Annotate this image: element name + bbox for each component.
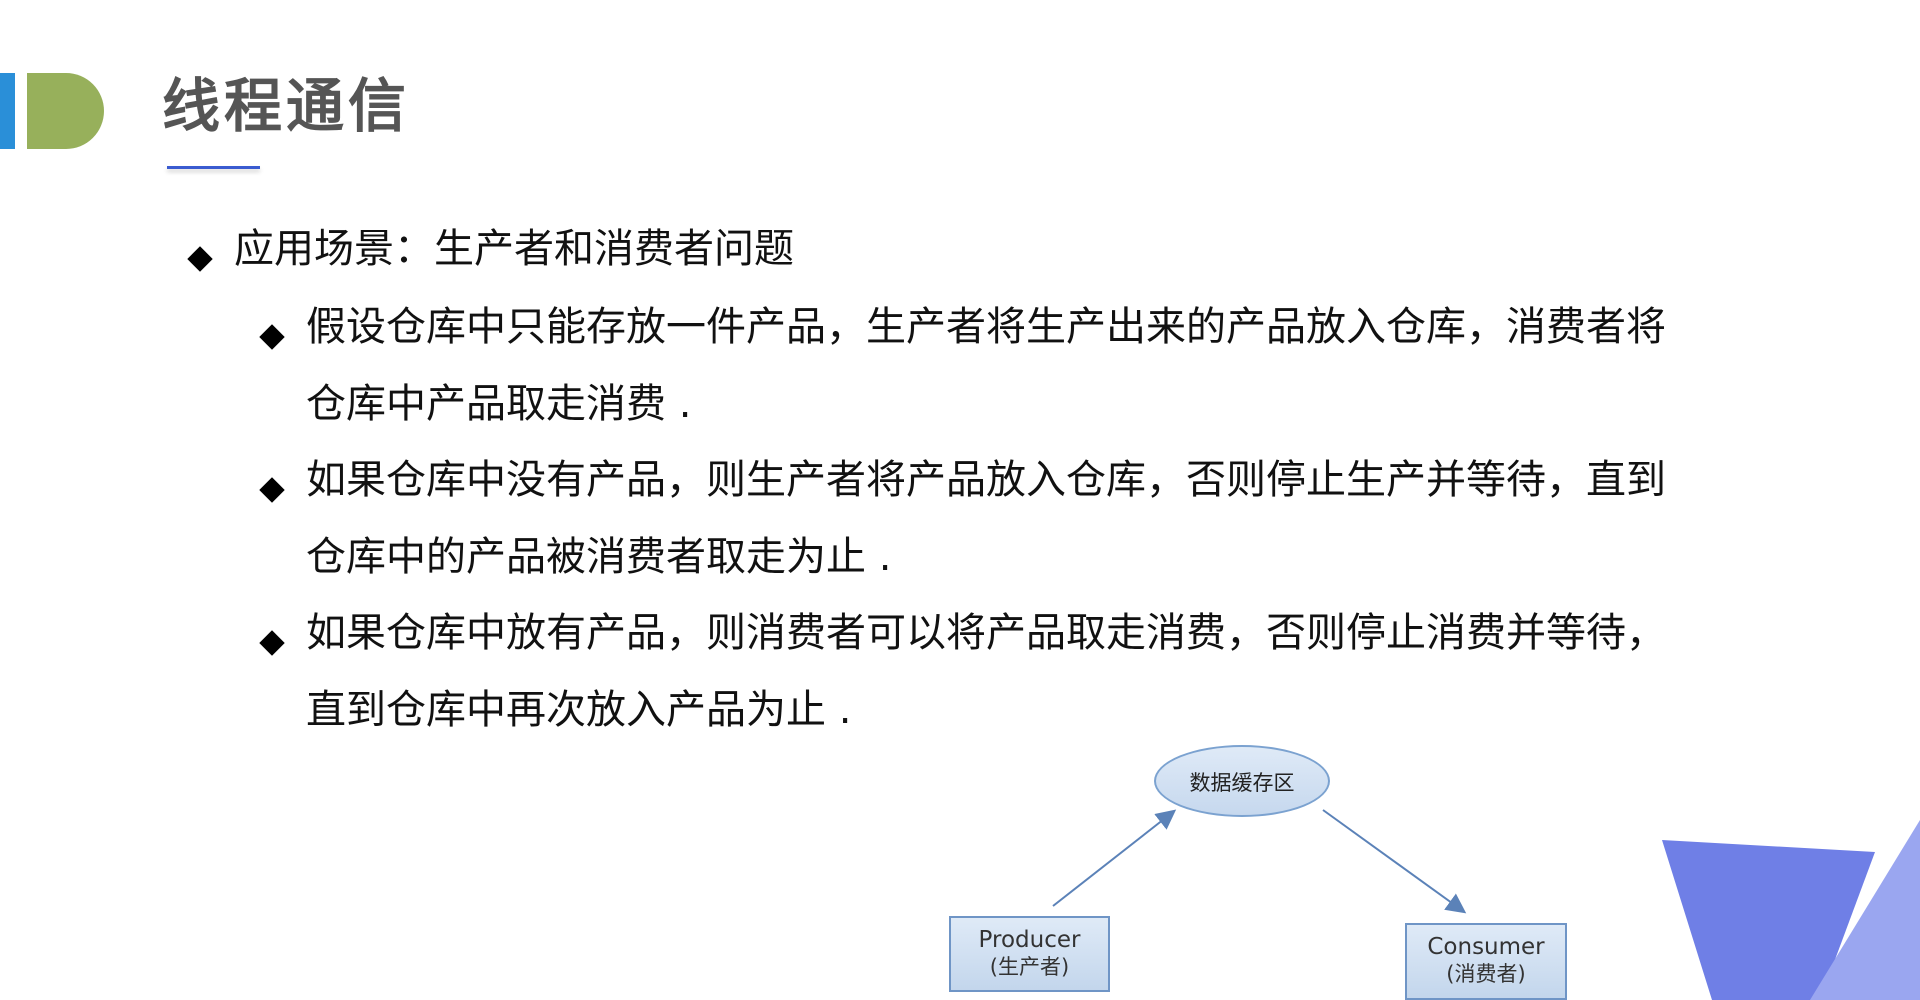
corner-shape-back [1662,840,1875,1000]
producer-name: Producer [978,927,1081,953]
producer-subtitle: (生产者) [989,955,1070,979]
bullet-line: 如果仓库中放有产品，则消费者可以将产品取走消费，否则停止消费并等待， [306,610,1666,656]
bullet-line: 仓库中产品取走消费 . [306,381,692,427]
page-title: 线程通信 [162,72,411,140]
consumer-subtitle: (消费者) [1446,962,1526,986]
consumer-node: Consumer (消费者) [1405,923,1567,1000]
bullet-item-text: 假设仓库中只能存放一件产品，生产者将生产出来的产品放入仓库，消费者将 仓库中产品… [306,289,1666,443]
bullet-line: 仓库中的产品被消费者取走为止 . [306,534,892,580]
bullet-line: 直到仓库中再次放入产品为止 . [306,687,852,733]
producer-node: Producer (生产者) [949,916,1110,992]
bullet-line: 如果仓库中没有产品，则生产者将产品放入仓库，否则停止生产并等待，直到 [306,457,1666,503]
buffer-label: 数据缓存区 [1189,771,1295,795]
consumer-name: Consumer [1427,934,1545,960]
title-underline [167,166,260,169]
corner-decoration [1662,820,1920,1000]
buffer-to-consumer-arrow [1322,809,1467,914]
bullet-line: 假设仓库中只能存放一件产品，生产者将生产出来的产品放入仓库，消费者将 [306,304,1666,350]
bullet-item-text: 如果仓库中放有产品，则消费者可以将产品取走消费，否则停止消费并等待， 直到仓库中… [306,595,1666,749]
corner-shape-front [1810,820,1920,1000]
producer-to-buffer-arrow [1052,809,1177,907]
bullet-main-text: 应用场景：生产者和消费者问题 [234,226,794,272]
bullet-item-text: 如果仓库中没有产品，则生产者将产品放入仓库，否则停止生产并等待，直到 仓库中的产… [306,442,1666,596]
header-accent-tab [27,73,104,149]
buffer-node: 数据缓存区 [1154,745,1330,817]
header-accent-bar [0,73,15,149]
